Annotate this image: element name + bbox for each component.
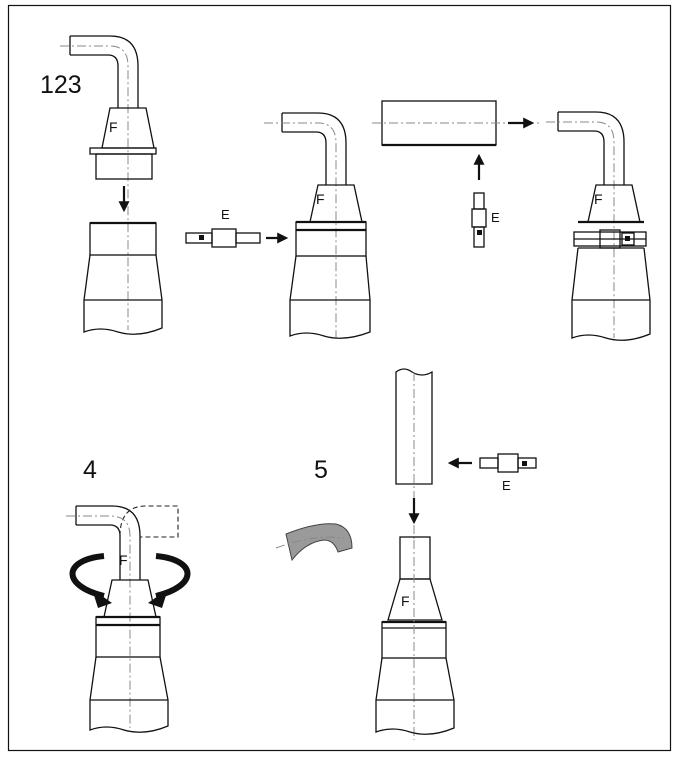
panel-3-clamp-installed: F [546,111,651,341]
clamp-label: E [491,210,500,225]
removed-elbow [275,523,353,562]
clamp-label: E [502,478,511,493]
adapter-label: F [119,552,128,568]
panel-4-rotate-adapter: F [66,505,191,733]
adapter-label: F [401,593,410,609]
adapter-label: F [594,191,603,207]
step-number-5: 5 [314,456,328,484]
diagram-frame [7,4,672,752]
adapter-label: F [316,191,325,207]
pipe-section-with-clamp: E [372,100,540,248]
clamp-e-to-panel-2: E [185,207,289,248]
adapter-label: F [109,119,118,135]
clamp-label: E [221,207,230,222]
panel-1-adapter-above-pipe: F [60,35,163,335]
step-number-123: 123 [40,71,82,99]
panel-5-extension-pipe: E F [375,368,537,740]
step-number-4: 4 [83,456,97,484]
panel-2-adapter-seated: F [264,112,371,339]
